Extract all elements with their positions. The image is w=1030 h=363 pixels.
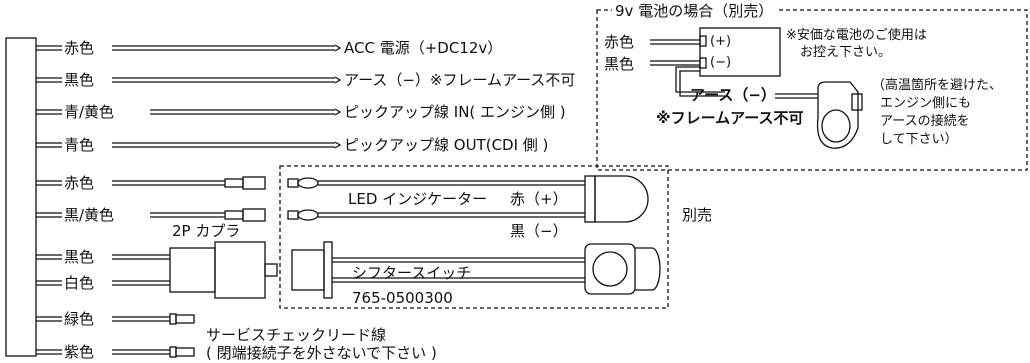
battery-red-label: 赤色 bbox=[604, 33, 635, 51]
wire-target-acc: ACC 電源（+DC12v） bbox=[344, 39, 503, 57]
battery-earth-label: アース（−） bbox=[690, 86, 776, 104]
battery-title: 9v 電池の場合（別売） bbox=[612, 2, 777, 20]
battery-black-label: 黒色 bbox=[604, 55, 635, 73]
shifter-switch-shape bbox=[584, 243, 661, 295]
wire-label-7: 黒色 bbox=[64, 248, 95, 266]
wire-label-3: 青/黄色 bbox=[64, 103, 115, 121]
2p-coupler-shape bbox=[169, 241, 585, 299]
led-symbol bbox=[584, 175, 649, 223]
coupler-label: 2P カプラ bbox=[172, 222, 241, 240]
9v-battery-shape bbox=[699, 27, 781, 77]
wire-label-9: 緑色 bbox=[64, 310, 95, 328]
led-label: LED インジケーター bbox=[348, 190, 488, 208]
battery-earth-note: ※フレームアース不可 bbox=[656, 109, 804, 127]
wire-target-pickup-in: ピックアップ線 IN( エンジン側 ) bbox=[344, 103, 566, 121]
bullet-connectors bbox=[224, 176, 585, 222]
battery-box bbox=[596, 9, 1028, 171]
wire-label-1: 赤色 bbox=[64, 39, 95, 57]
unit-lead-stubs bbox=[36, 45, 62, 355]
battery-minus: (−) bbox=[710, 55, 732, 70]
engine-note-4: して下さい） bbox=[880, 132, 958, 147]
closed-end-terminals bbox=[169, 313, 195, 358]
wire-runs bbox=[112, 45, 335, 355]
service-lead-label: サービスチェックリード線 bbox=[206, 326, 387, 344]
wire-label-8: 白色 bbox=[64, 274, 95, 292]
shifter-part-number: 765-0500300 bbox=[352, 289, 453, 307]
sold-separately-label: 別売 bbox=[682, 206, 713, 224]
engine-note-3: アースの接続を bbox=[880, 114, 970, 129]
wire-target-earth: アース（−）※フレームアース不可 bbox=[344, 71, 576, 89]
battery-plus: (+) bbox=[710, 34, 732, 49]
wire-label-10: 紫色 bbox=[64, 343, 95, 361]
engine-note-2: エンジン側にも bbox=[880, 96, 972, 111]
main-unit-box bbox=[5, 37, 37, 357]
battery-note-2: お控え下さい。 bbox=[800, 45, 892, 60]
engine-sketch bbox=[816, 81, 863, 149]
wire-label-6: 黒/黄色 bbox=[64, 206, 115, 224]
wire-label-2: 黒色 bbox=[64, 71, 95, 89]
wire-label-4: 青色 bbox=[64, 136, 95, 154]
led-black-label: 黒（−） bbox=[510, 222, 568, 240]
wire-label-5: 赤色 bbox=[64, 174, 95, 192]
service-lead-note: ( 閉端接続子を外さないで下さい ) bbox=[206, 344, 437, 362]
engine-note-1: （高温箇所を避けた、 bbox=[872, 78, 1003, 93]
led-red-label: 赤（+） bbox=[510, 190, 568, 208]
wire-target-pickup-out: ピックアップ線 OUT(CDI 側 ) bbox=[344, 136, 549, 154]
battery-note-1: ※安価な電池のご使用は bbox=[786, 28, 927, 43]
sold-separately-box bbox=[279, 165, 669, 309]
shifter-label: シフタースイッチ bbox=[352, 264, 472, 282]
